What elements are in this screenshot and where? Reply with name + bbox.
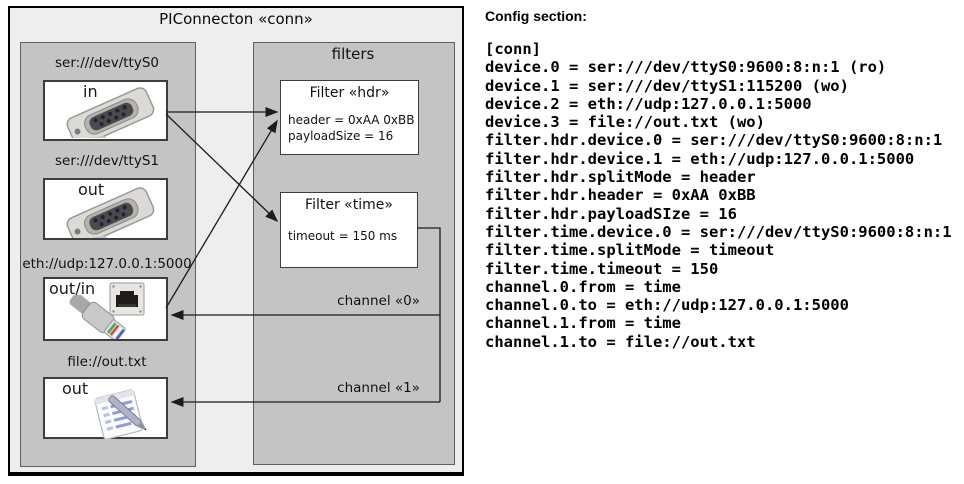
device-box-ttys1: out bbox=[43, 178, 168, 240]
device-box-file: out bbox=[43, 377, 168, 439]
device-direction-file: out bbox=[62, 379, 89, 398]
device-label-eth: eth://udp:127.0.0.1:5000 bbox=[22, 256, 192, 272]
config-section-heading: Config section: bbox=[485, 8, 587, 24]
serial-connector-icon bbox=[66, 187, 155, 238]
filter-hdr-attr-header: header = 0xAA 0xBB bbox=[288, 113, 415, 127]
filter-hdr-box: Filter «hdr» header = 0xAA 0xBB payloadS… bbox=[280, 80, 419, 155]
device-label-ttys0: ser:///dev/ttyS0 bbox=[55, 55, 159, 71]
filters-panel-label: filters bbox=[331, 45, 375, 63]
diagram-title: PIConnecton «conn» bbox=[159, 10, 313, 28]
filter-hdr-title: Filter «hdr» bbox=[309, 85, 390, 101]
device-direction-eth: out/in bbox=[49, 279, 96, 298]
device-label-file: file://out.txt bbox=[67, 354, 147, 370]
config-lines: [conn] device.0 = ser:///dev/ttyS0:9600:… bbox=[485, 40, 952, 351]
channel-0-label: channel «0» bbox=[337, 293, 420, 309]
filter-hdr-attr-payloadsize: payloadSize = 16 bbox=[288, 129, 394, 143]
serial-connector-icon bbox=[66, 87, 155, 138]
device-label-ttys1: ser:///dev/ttyS1 bbox=[55, 153, 159, 169]
filter-time-title: Filter «time» bbox=[305, 197, 393, 213]
device-direction-ttys1: out bbox=[78, 180, 105, 199]
device-box-eth: out/in bbox=[43, 277, 168, 341]
ethernet-port-icon bbox=[109, 282, 145, 316]
notepad-icon bbox=[94, 389, 147, 439]
filter-time-box: Filter «time» timeout = 150 ms bbox=[280, 192, 418, 268]
channel-1-label: channel «1» bbox=[337, 380, 420, 396]
device-box-ttys0: in bbox=[43, 80, 168, 141]
ethernet-plug-icon bbox=[69, 295, 126, 339]
device-direction-ttys0: in bbox=[83, 82, 98, 101]
filter-time-attr-timeout: timeout = 150 ms bbox=[288, 229, 398, 243]
